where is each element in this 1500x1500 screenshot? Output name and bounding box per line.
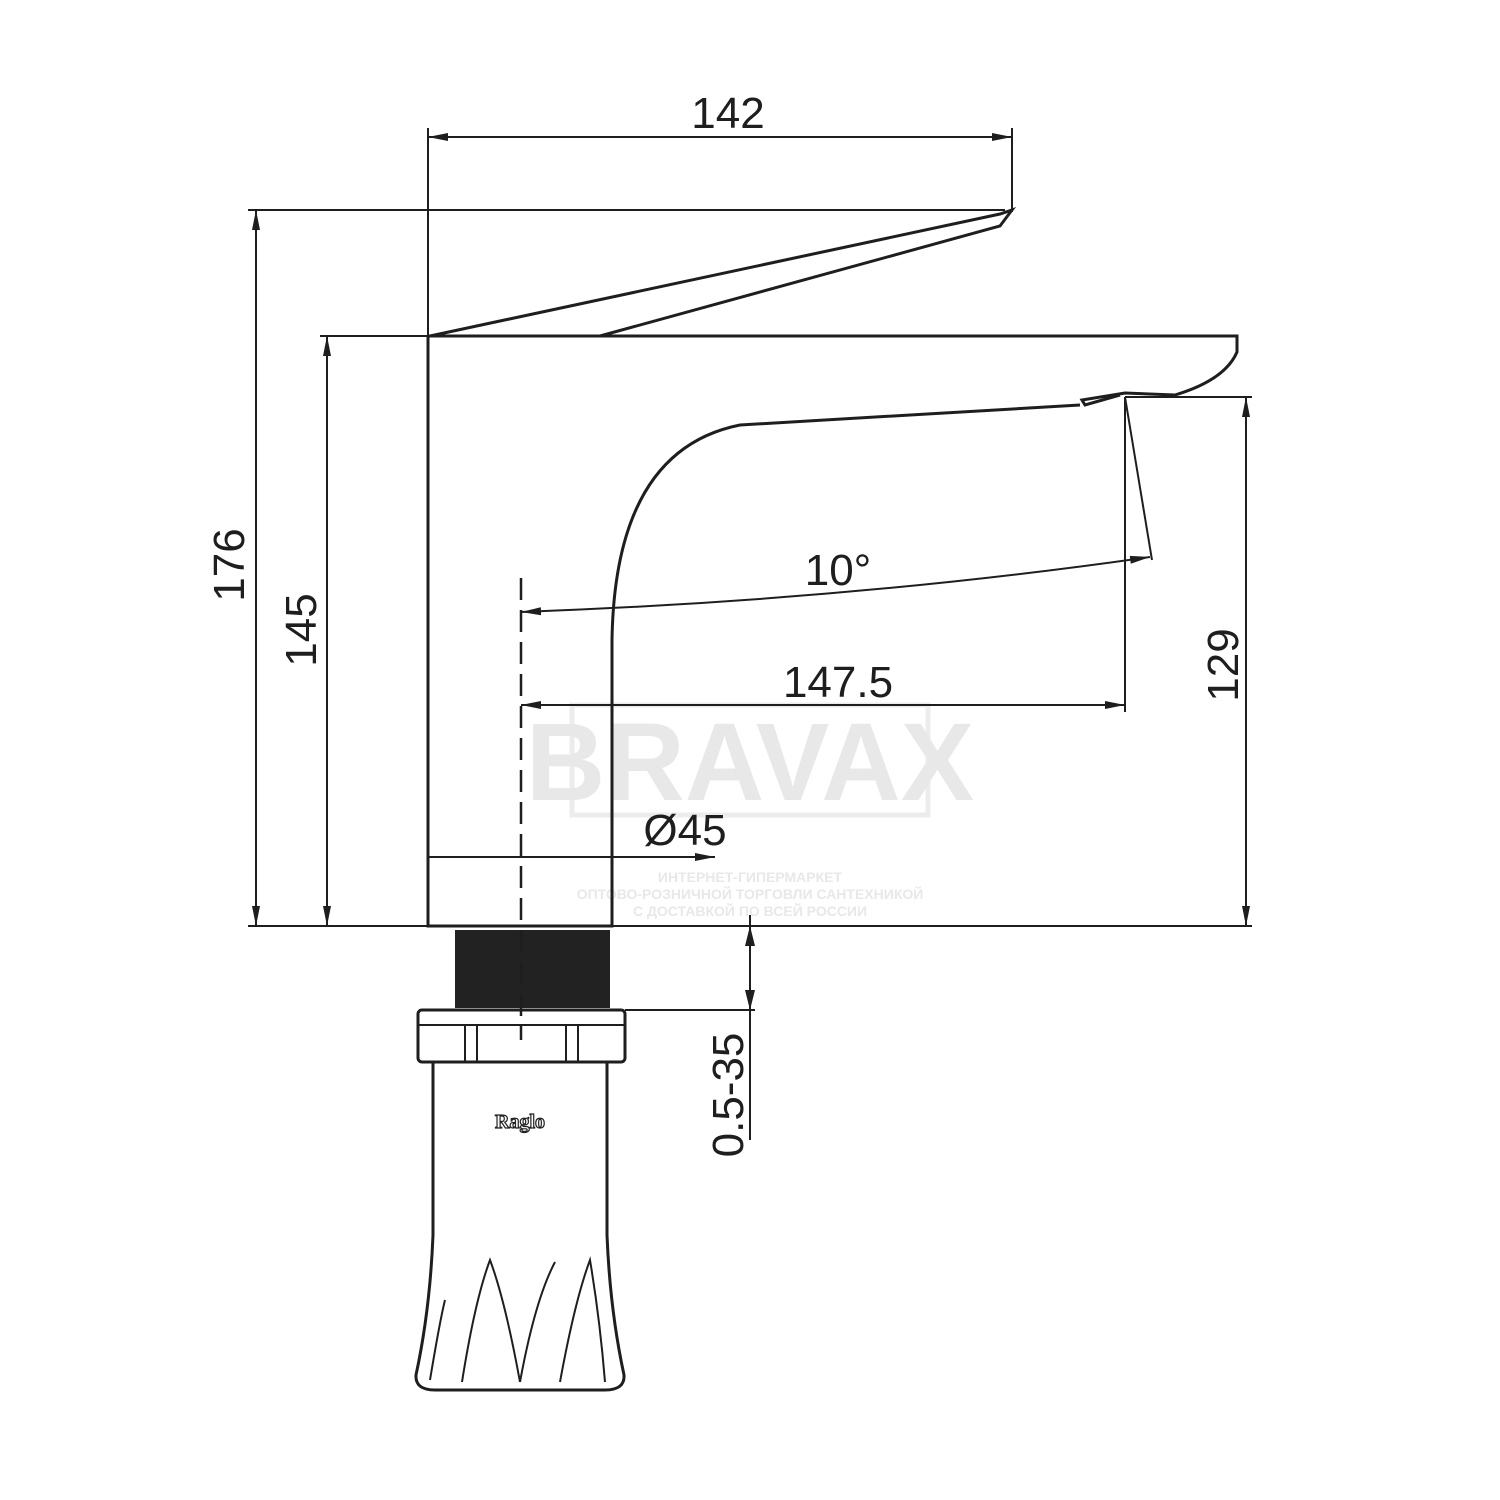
watermark-line3: С ДОСТАВКОЙ ПО ВСЕЙ РОССИИ: [633, 902, 867, 919]
dim-body-height: 145: [277, 593, 326, 666]
dim-width-top: 142: [691, 89, 764, 138]
dim-mount-range: 0.5-35: [704, 1033, 753, 1158]
watermark-brand: BRAVAX: [526, 701, 974, 824]
watermark-line2: ОПТОВО-РОЗНИЧНОЙ ТОРГОВЛИ САНТЕХНИКОЙ: [577, 885, 924, 902]
mounting-assembly: Raglo: [414, 930, 627, 1392]
raglo-logo: Raglo: [495, 1111, 545, 1133]
dim-total-height: 176: [205, 528, 254, 601]
dim-spout-angle: 10°: [805, 546, 872, 595]
thread: [455, 930, 610, 1008]
dim-spout-height: 129: [1199, 628, 1248, 701]
dim-spout-reach: 147.5: [783, 658, 893, 707]
dim-body-diameter: Ø45: [643, 806, 726, 855]
dimension-lines: [248, 128, 1252, 1140]
watermark-line1: ИНТЕРНЕТ-ГИПЕРМАРКЕТ: [658, 869, 843, 885]
watermark: BRAVAX ИНТЕРНЕТ-ГИПЕРМАРКЕТ ОПТОВО-РОЗНИ…: [526, 701, 974, 919]
